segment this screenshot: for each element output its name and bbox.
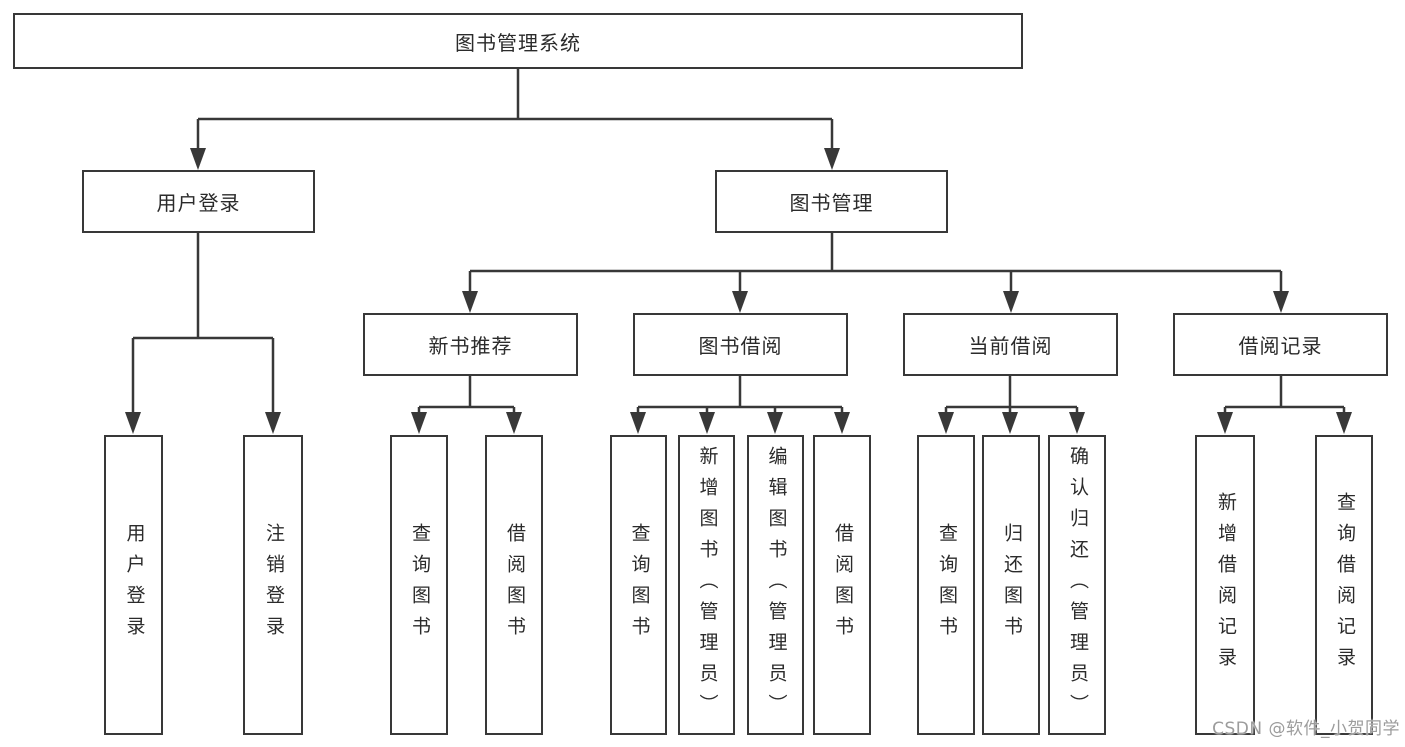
node-user-login-label: 用户登录	[156, 191, 241, 215]
leaf-query-books-current-label: 查询图书	[935, 523, 958, 647]
leaf-borrow-books-recommend: 借阅图书	[485, 435, 543, 735]
leaf-borrow-books-recommend-label: 借阅图书	[503, 523, 526, 647]
watermark-text: CSDN @软件_小贺同学	[1212, 719, 1400, 739]
leaf-query-books-recommend: 查询图书	[390, 435, 448, 735]
edge-current-borrowing-split	[944, 376, 1079, 416]
leaf-return-books-label: 归还图书	[1000, 523, 1023, 647]
node-root: 图书管理系统	[13, 13, 1023, 69]
leaf-query-books-recommend-label: 查询图书	[408, 523, 431, 647]
node-user-login: 用户登录	[82, 170, 315, 233]
node-book-borrowing: 图书借阅	[633, 313, 848, 376]
leaf-query-borrow-record-label: 查询借阅记录	[1333, 492, 1356, 678]
edge-borrowing-records-split	[1223, 376, 1346, 416]
edge-user-login-split	[131, 233, 275, 415]
node-current-borrowing: 当前借阅	[903, 313, 1118, 376]
leaf-edit-books-admin-label: 编辑图书（管理员）	[765, 445, 788, 725]
leaf-query-books-borrowing: 查询图书	[610, 435, 667, 735]
node-borrowing-records-label: 借阅记录	[1238, 334, 1323, 358]
edge-book-mgmt-split	[468, 233, 1283, 293]
leaf-user-login-label: 用户登录	[123, 523, 146, 647]
node-current-borrowing-label: 当前借阅	[968, 334, 1053, 358]
node-book-borrowing-label: 图书借阅	[698, 334, 783, 358]
leaf-borrow-books: 借阅图书	[813, 435, 871, 735]
leaf-confirm-return-admin-label: 确认归还（管理员）	[1066, 445, 1089, 725]
leaf-add-books-admin-label: 新增图书（管理员）	[696, 445, 719, 725]
leaf-query-books-current: 查询图书	[917, 435, 975, 735]
node-root-label: 图书管理系统	[455, 30, 581, 55]
node-borrowing-records: 借阅记录	[1173, 313, 1388, 376]
leaf-edit-books-admin: 编辑图书（管理员）	[747, 435, 804, 735]
edge-new-recommend-split	[417, 376, 516, 416]
node-book-management: 图书管理	[715, 170, 948, 233]
leaf-add-books-admin: 新增图书（管理员）	[678, 435, 735, 735]
arrowheads	[125, 148, 1352, 434]
leaf-add-borrow-record-label: 新增借阅记录	[1214, 492, 1237, 678]
node-book-management-label: 图书管理	[789, 191, 874, 215]
edge-book-borrowing-split	[636, 376, 844, 416]
leaf-confirm-return-admin: 确认归还（管理员）	[1048, 435, 1106, 735]
leaf-borrow-books-label: 借阅图书	[831, 523, 854, 647]
leaf-add-borrow-record: 新增借阅记录	[1195, 435, 1255, 735]
edge-root-split	[196, 69, 834, 150]
leaf-query-borrow-record: 查询借阅记录	[1315, 435, 1373, 735]
node-new-book-recommend: 新书推荐	[363, 313, 578, 376]
leaf-logout: 注销登录	[243, 435, 303, 735]
node-new-book-recommend-label: 新书推荐	[428, 334, 513, 358]
leaf-query-books-borrowing-label: 查询图书	[628, 523, 651, 647]
leaf-user-login: 用户登录	[104, 435, 163, 735]
leaf-logout-label: 注销登录	[262, 523, 285, 647]
leaf-return-books: 归还图书	[982, 435, 1040, 735]
